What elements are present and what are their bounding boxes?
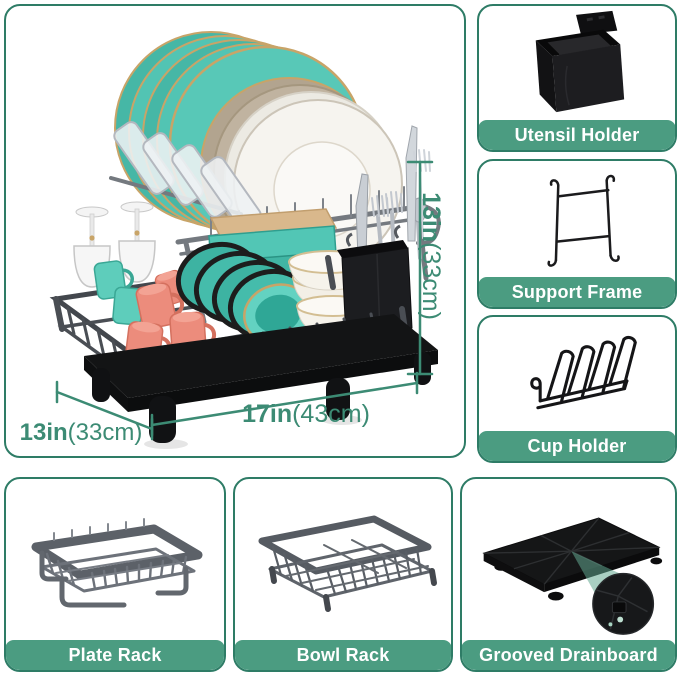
dimension-lines	[55, 160, 434, 441]
dish-rack-photo-area: 13in(33cm) 17in(43cm) 13in(33cm)	[6, 6, 464, 456]
support-frame-panel: Support Frame	[477, 159, 677, 309]
width-dimension-label: 17in(43cm)	[242, 400, 370, 428]
dish-rack-illustration	[49, 31, 441, 449]
cup-holder-label: Cup Holder	[479, 431, 675, 461]
main-product-panel: 13in(33cm) 17in(43cm) 13in(33cm)	[4, 4, 466, 458]
drainboard-legs	[92, 352, 431, 449]
utensil-holder-icon	[535, 10, 625, 113]
utensil-holder-panel: Utensil Holder	[477, 4, 677, 152]
cup-holder-icon	[530, 335, 637, 410]
plate-rack-panel: Plate Rack	[4, 477, 226, 672]
utensil-holder-image	[479, 6, 675, 120]
plate-rack-label: Plate Rack	[6, 640, 224, 670]
cup-holder-image	[479, 317, 675, 431]
depth-dimension-label: 13in(33cm)	[19, 419, 143, 446]
plate-rack-image	[6, 479, 224, 640]
bowl-rack-image	[235, 479, 451, 640]
support-frame-label: Support Frame	[479, 277, 675, 307]
bowl-rack-panel: Bowl Rack	[233, 477, 453, 672]
grooved-drainboard-label: Grooved Drainboard	[462, 640, 675, 670]
bowl-rack-icon	[258, 515, 437, 612]
grooved-drainboard-icon	[482, 517, 663, 635]
support-frame-image	[479, 161, 675, 277]
utensil-holder-label: Utensil Holder	[479, 120, 675, 150]
cup-holder-panel: Cup Holder	[477, 315, 677, 463]
grooved-drainboard-panel: Grooved Drainboard	[460, 477, 677, 672]
plate-rack-icon	[31, 517, 203, 607]
grooved-drainboard-image	[462, 479, 675, 640]
drinking-glasses	[113, 121, 262, 230]
bowl-rack-label: Bowl Rack	[235, 640, 451, 670]
height-dimension-label: 13in(33cm)	[417, 192, 445, 320]
support-frame-icon	[547, 174, 620, 267]
cutlery	[355, 125, 431, 260]
